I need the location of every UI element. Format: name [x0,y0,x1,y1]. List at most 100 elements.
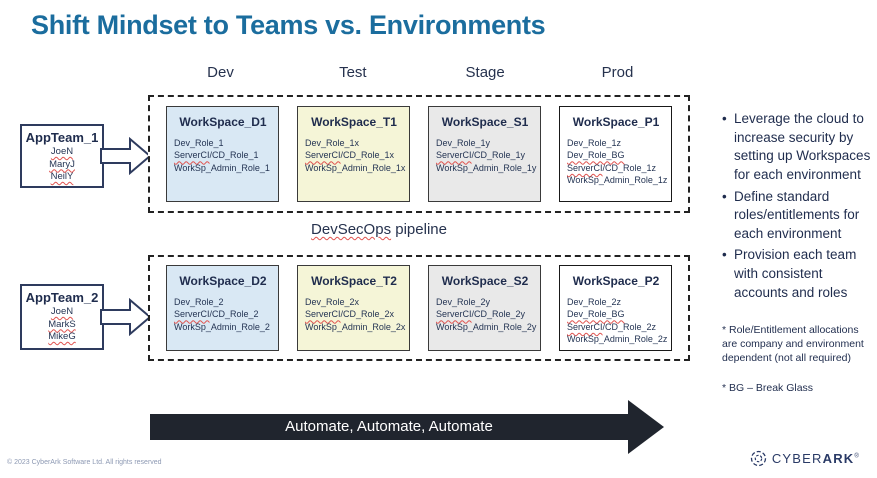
role-segment: /CD_Role_2y [471,309,526,320]
role-segment: WorkSp_Admin_Role_1 [174,162,270,173]
role-segment: ServerCI [305,309,341,320]
env-header-stage: Stage [465,64,505,81]
workspace-role: Dev_Role_1x [305,137,403,149]
workspace-role: Dev_Role_1z [567,137,665,149]
workspace-role: ServerCI/CD_Role_1x [305,149,403,161]
workspace-role: Dev_Role_BG [567,149,665,161]
role-segment: ServerCI [174,309,210,320]
automate-arrow-shape-icon [150,400,664,454]
team-member: MarkS [48,318,76,330]
pipeline-word-rest: pipeline [391,221,447,238]
cyberark-logo: CYBERARK® [750,450,860,467]
workspace-role: Dev_Role_2y [436,296,534,308]
role-segment: Dev_Role_1z [567,138,622,148]
role-segment: ServerCI [567,162,603,173]
team-member: NeilY [50,171,74,183]
role-segment: ServerCI [436,309,472,320]
logo-cyber: CYBER [771,451,823,466]
workspace-role: ServerCI/CD_Role_2z [567,321,665,333]
workspace-role: WorkSp_Admin_Role_2 [174,321,272,333]
role-segment: WorkSp_Admin_Role_2 [174,321,270,332]
role-segment: WorkSp_Admin_Role_1z [567,175,668,186]
role-segment: Dev_Role_1 [174,138,224,148]
role-segment: Dev_Role_2x [305,297,360,307]
logo-reg-mark: ® [854,453,860,460]
workspace-title: WorkSpace_P2 [572,274,660,288]
workspace-role: Dev_Role_1 [174,137,272,149]
role-segment: WorkSp_Admin_Role_1x [305,162,406,173]
workspace-title: WorkSpace_T2 [311,274,397,288]
role-segment: Dev_Role_1y [436,138,491,148]
workspace-role: ServerCI/CD_Role_1y [436,149,534,161]
role-segment: ServerCI [436,150,472,161]
role-segment: /CD_Role_2x [340,309,395,320]
env-header-prod: Prod [601,64,634,81]
pipeline-word-squiggled: DevSecOps [311,221,392,238]
workspace-role: ServerCI/CD_Role_1z [567,162,665,174]
footnotes: * Role/Entitlement allocations are compa… [722,324,872,411]
team-member: JoeN [50,306,74,317]
key-points-list: Leverage the cloud to increase security … [722,110,876,305]
automate-arrow: Automate, Automate, Automate [150,398,666,456]
workspace-title: WorkSpace_D2 [179,274,267,288]
workspace-role: ServerCI/CD_Role_2x [305,308,403,320]
role-segment: Dev_Role_2z [567,297,622,307]
workspace-title: WorkSpace_S1 [441,115,529,129]
cyberark-logo-icon [750,450,766,467]
team-member: MaryJ [49,158,75,170]
copyright-text: © 2023 CyberArk Software Ltd. All rights… [7,459,162,466]
workspace-title: WorkSpace_S2 [441,274,529,288]
role-segment: /CD_Role_1y [471,150,526,161]
role-segment: ServerCI [567,321,603,332]
workspace-role: ServerCI/CD_Role_2y [436,308,534,320]
workspace-role: WorkSp_Admin_Role_1x [305,162,406,174]
role-segment: /CD_Role_1x [340,150,395,161]
workspace-title: WorkSpace_P1 [572,115,660,129]
workspace-role: ServerCI/CD_Role_1 [174,149,272,161]
role-segment: /CD_Role_2 [209,309,259,320]
env-header-test: Test [339,64,367,81]
workspace-role: WorkSp_Admin_Role_2z [567,333,668,345]
role-segment: Dev_Role_2 [174,297,224,307]
environment-headers: Dev Test Stage Prod [148,64,690,81]
bullet-item: Leverage the cloud to increase security … [722,110,876,185]
workspace-role: Dev_Role_1y [436,137,534,149]
role-segment: WorkSp_Admin_Role_1y [436,162,537,173]
role-segment: Dev_Role_BG [567,309,625,320]
role-segment: /CD_Role_2z [602,321,657,332]
role-segment: WorkSp_Admin_Role_2y [436,321,537,332]
logo-ark: ARK [822,451,855,466]
role-segment: Dev_Role_1x [305,138,360,148]
team-member: MikeG [48,331,76,343]
team-member: JoeN [50,146,74,157]
workspace-title: WorkSpace_T1 [311,115,397,129]
team1-arrow-icon [100,137,152,175]
workspace-role: Dev_Role_2x [305,296,403,308]
workspace-role: WorkSp_Admin_Role_1z [567,174,668,186]
role-segment: WorkSp_Admin_Role_2z [567,334,668,345]
workspace-role: WorkSp_Admin_Role_1y [436,162,537,174]
footnote: * Role/Entitlement allocations are compa… [722,324,864,364]
workspace-role: WorkSp_Admin_Role_2x [305,321,405,333]
team2-arrow-icon [100,298,152,336]
workspace-role: Dev_Role_2z [567,296,665,308]
workspace-role: WorkSp_Admin_Role_1 [174,162,272,174]
role-segment: /CD_Role_1z [602,162,657,173]
bullet-item: Define standard roles/entitlements for e… [722,188,876,244]
role-segment: ServerCI [174,150,210,161]
env-header-dev: Dev [207,64,234,81]
role-segment: Dev_Role_BG [567,150,625,161]
workspace-role: ServerCI/CD_Role_2 [174,308,272,320]
